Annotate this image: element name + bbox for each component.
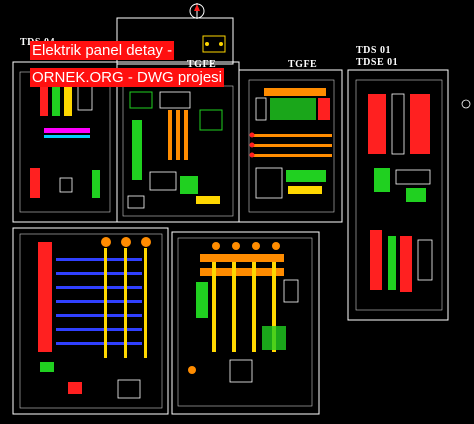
panel-tgfe-busbar	[238, 69, 343, 223]
label-tdse01: TDSE 01	[356, 57, 399, 68]
watermark-caption-line1: Elektrik panel detay -	[30, 41, 175, 60]
north-marker-icon	[189, 3, 205, 19]
label-tgfe-center: TGFE	[187, 59, 217, 70]
label-tds01: TDS 01	[356, 45, 391, 56]
center-marker-icon	[202, 35, 226, 53]
watermark-caption-line2: ORNEK.ORG - DWG projesi	[30, 68, 225, 87]
panel-tgfe-bottom	[171, 231, 320, 415]
panel-tds01-tdse01	[347, 69, 471, 321]
panel-tds04	[12, 61, 118, 223]
panel-bottom-left	[12, 227, 169, 415]
label-tgfe-mid: TGFE	[288, 59, 318, 70]
